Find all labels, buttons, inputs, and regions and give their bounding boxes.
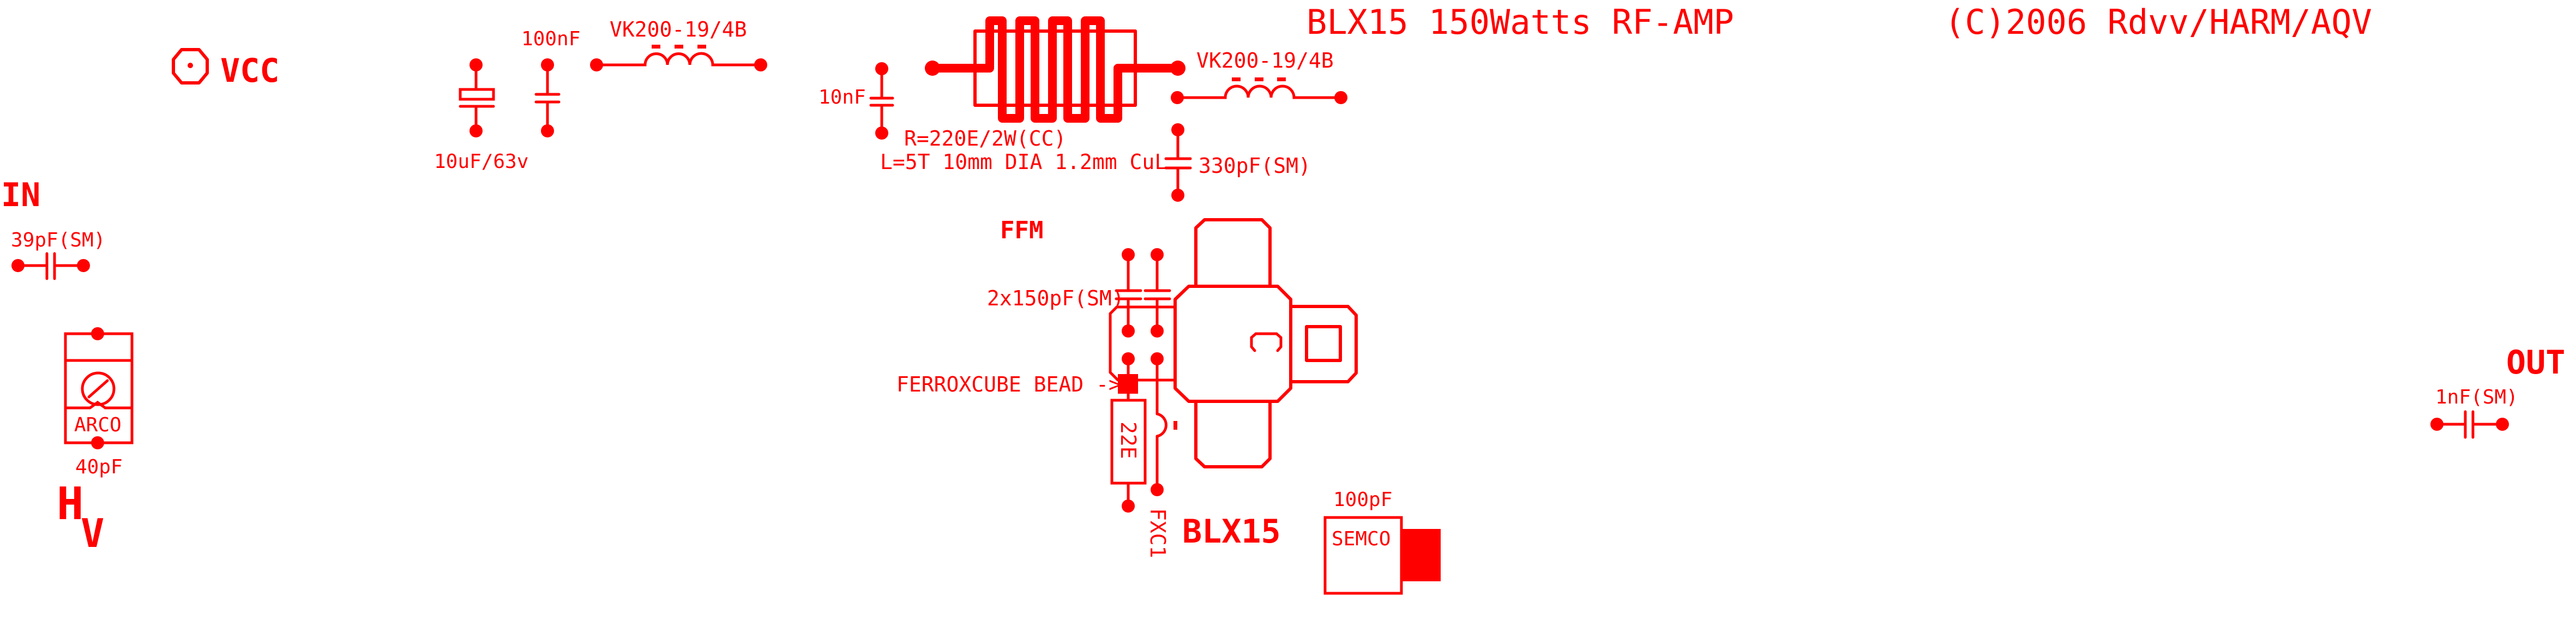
hv-label-h: H — [57, 478, 83, 530]
pad — [1151, 483, 1164, 496]
ferrite-mark — [652, 45, 660, 49]
ferrite-mark — [1232, 77, 1241, 81]
c-2x150p-capacitors[interactable] — [1115, 248, 1171, 338]
ferrite-mark — [697, 45, 706, 49]
c-100n-capacitor[interactable] — [534, 58, 561, 137]
blx15-label: BLX15 — [1182, 513, 1281, 551]
fxc1-choke[interactable] — [1151, 357, 1177, 496]
vcc-terminal[interactable] — [172, 48, 209, 85]
screw-slot — [87, 379, 109, 399]
l-vk2-inductor[interactable] — [1171, 77, 1347, 104]
in-label: IN — [1, 176, 40, 214]
r-22e-resistor[interactable]: 22E — [1110, 392, 1147, 513]
parasitic-choke[interactable] — [925, 16, 1185, 123]
pad — [91, 327, 104, 340]
emitter-tab-bottom — [1194, 400, 1272, 468]
c-10n-capacitor[interactable] — [869, 62, 894, 140]
l-vk1-value: VK200-19/4B — [610, 17, 747, 41]
board-title: BLX15 150Watts RF-AMP — [1307, 2, 1734, 42]
screw-icon — [81, 371, 116, 406]
collector-tab-right — [1289, 305, 1358, 383]
trimmer-brand: ARCO — [74, 414, 122, 436]
c-elec-value: 10uF/63v — [434, 151, 528, 173]
semco-tab — [1401, 529, 1441, 581]
r-22e-value: 22E — [1116, 422, 1140, 459]
c-in-capacitor[interactable] — [11, 252, 90, 280]
c-semco-value: 100pF — [1333, 489, 1392, 511]
pad — [1122, 324, 1135, 338]
vcc-terminal-icon — [172, 48, 209, 85]
collector-pad — [1305, 325, 1342, 362]
c-10n-value: 10nF — [818, 86, 866, 109]
choke-bump — [1155, 412, 1167, 438]
transistor-body — [1173, 285, 1292, 403]
cap-plate-positive — [459, 88, 495, 101]
arco-trimmer[interactable]: ARCO — [64, 327, 134, 449]
choke-inductor-spec: L=5T 10mm DIA 1.2mm CuL — [880, 150, 1167, 174]
vcc-terminal-dot — [188, 63, 193, 68]
pad — [1151, 324, 1164, 338]
ferroxcube-bead[interactable] — [1118, 374, 1138, 394]
c-out-value: 1nF(SM) — [2435, 386, 2518, 408]
hv-label-v: V — [81, 510, 104, 556]
divider — [64, 400, 134, 410]
c-330p-capacitor[interactable] — [1164, 123, 1192, 202]
blx15-transistor[interactable] — [1173, 218, 1358, 468]
copyright-label: (C)2006 Rdvv/HARM/AQV — [1945, 2, 2372, 42]
l-vk2-value: VK200-19/4B — [1196, 49, 1334, 73]
coil-winding — [928, 16, 1182, 123]
coil — [595, 52, 762, 67]
pin-c-icon — [1250, 332, 1283, 352]
semco-brand: SEMCO — [1332, 528, 1391, 550]
fxc1-label: FXC1 — [1146, 508, 1170, 558]
base-pad-outline — [1109, 305, 1177, 382]
collector-tab-top — [1194, 218, 1272, 288]
ffm-label: FFM — [1000, 216, 1043, 244]
polarity-mark — [1173, 421, 1177, 430]
c-in-value: 39pF(SM) — [11, 229, 105, 251]
pad — [91, 436, 104, 449]
c-330p-value: 330pF(SM) — [1199, 154, 1311, 178]
c-out-capacitor[interactable] — [2430, 410, 2509, 439]
c-elec-capacitor[interactable] — [459, 58, 495, 137]
ferrite-mark — [1255, 77, 1263, 81]
c-2x150p-value: 2x150pF(SM) — [987, 286, 1124, 310]
c-100n-value: 100nF — [521, 28, 580, 50]
ferrite-mark — [675, 45, 683, 49]
ferroxcube-bead-label: FERROXCUBE BEAD -> — [896, 372, 1121, 396]
ferrite-mark — [1277, 77, 1286, 81]
out-label: OUT — [2506, 344, 2565, 382]
vcc-label: VCC — [220, 52, 279, 90]
trimmer-value: 40pF — [75, 456, 123, 478]
pad — [1122, 499, 1135, 513]
l-vk1-inductor[interactable] — [590, 45, 767, 71]
coil — [1176, 85, 1343, 99]
c-semco-capacitor[interactable]: SEMCO — [1323, 516, 1441, 595]
choke-resistor-spec: R=220E/2W(CC) — [904, 127, 1066, 151]
